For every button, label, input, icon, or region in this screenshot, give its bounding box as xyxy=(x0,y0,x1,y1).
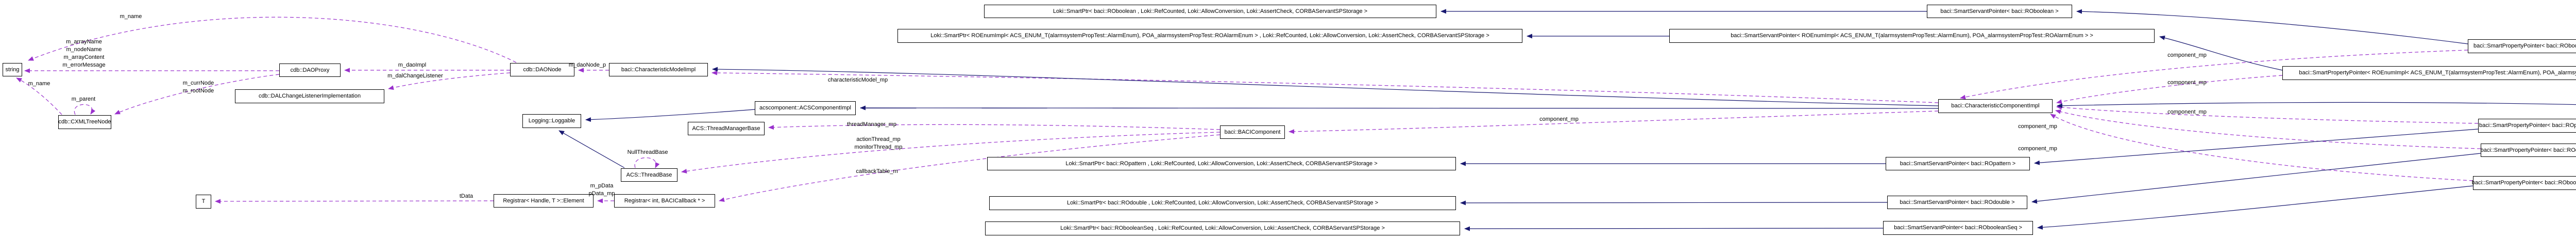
node-daoproxy[interactable]: cdb::DAOProxy xyxy=(279,64,341,77)
edge-bacicomponent-threadbase xyxy=(681,132,1221,173)
edge-sppbool-sspbool xyxy=(2076,9,2468,44)
node-loki_ropattern[interactable]: Loki::SmartPtr< baci::ROpattern , Loki::… xyxy=(987,157,1456,170)
node-threadmanagerbase[interactable]: ACS::ThreadManagerBase xyxy=(688,122,765,135)
node-loggable[interactable]: Logging::Loggable xyxy=(522,114,581,128)
node-loki_roboolean[interactable]: Loki::SmartPtr< baci::ROboolean , Loki::… xyxy=(984,5,1436,18)
node-spp_ropattern[interactable]: baci::SmartPropertyPointer< baci::ROpatt… xyxy=(2478,119,2576,133)
edge-sppboolseq-ccimpl xyxy=(2050,114,2473,181)
edge-threadbase-loggable xyxy=(558,130,625,168)
node-ssp_rodouble[interactable]: baci::SmartServantPointer< baci::ROdoubl… xyxy=(1887,196,2027,209)
edge-sppdouble-ccimpl xyxy=(2055,109,2481,149)
node-ssp_roenum[interactable]: baci::SmartServantPointer< ROEnumImpl< A… xyxy=(1669,29,2155,43)
edge-daonode-string-m-name xyxy=(28,17,517,63)
node-threadbase[interactable]: ACS::ThreadBase xyxy=(621,168,677,182)
edge-label-m_dalchangelistener: m_dalChangeListener xyxy=(387,73,443,79)
edge-label-threadmanager_mp: threadManager_mp xyxy=(846,121,897,128)
node-ssp_roboolean[interactable]: baci::SmartServantPointer< baci::ROboole… xyxy=(1927,5,2072,18)
edge-sppboolseq-sspboolseq xyxy=(2037,185,2473,230)
edge-threadbase-self-loop xyxy=(634,157,660,168)
node-daonode[interactable]: cdb::DAONode xyxy=(510,63,574,76)
edge-sppdouble-sspdouble xyxy=(2031,153,2481,204)
edge-bacicomponent-registrar xyxy=(719,134,1221,202)
node-spp_rodouble[interactable]: baci::SmartPropertyPointer< baci::ROdoub… xyxy=(2481,144,2576,157)
edge-cxml-self-m-parent xyxy=(74,104,96,115)
edge-bacicomponent-threadmanager xyxy=(768,124,1221,130)
node-dalchangelistener[interactable]: cdb::DALChangeListenerImplementation xyxy=(235,89,384,103)
edge-label-component_mp_pattern: component_mp xyxy=(2167,109,2207,115)
node-loki_rodouble[interactable]: Loki::SmartPtr< baci::ROdouble , Loki::R… xyxy=(989,196,1456,210)
edge-cxml-string-m-name xyxy=(16,77,62,115)
node-ccimpl[interactable]: baci::CharacteristicComponentImpl xyxy=(1938,99,2053,113)
edge-sspboolseq-lokiboolseq xyxy=(1464,226,1884,231)
edge-sspdouble-lokidouble xyxy=(1460,200,1888,205)
edge-ccimpl-charmodel xyxy=(712,67,1939,106)
node-registrar_int[interactable]: Registrar< int, BACICallback * > xyxy=(614,194,715,208)
edge-label-m_name_top: m_name xyxy=(120,13,142,20)
edge-label-m_name_cxml: m_name xyxy=(28,81,50,87)
edge-label-component_mp_boolseq: component_mp xyxy=(2018,146,2057,152)
node-ssp_robooleanseq[interactable]: baci::SmartServantPointer< baci::ROboole… xyxy=(1883,221,2033,235)
node-t_node[interactable]: T xyxy=(196,195,211,209)
node-registrar_element[interactable]: Registrar< Handle, T >::Element xyxy=(494,194,594,208)
edge-acscomponent-loggable xyxy=(585,109,755,122)
edge-label-component_mp_bacicomp: component_mp xyxy=(1539,116,1579,122)
edge-label-tdata: tData xyxy=(459,193,473,199)
node-bacicomponent[interactable]: baci::BACIComponent xyxy=(1220,125,1285,139)
edge-sppbool-ccimpl xyxy=(1960,50,2468,100)
edge-spppattern-ccimpl xyxy=(2056,105,2479,124)
node-loki_robooleanseq[interactable]: Loki::SmartPtr< baci::RObooleanSeq , Lok… xyxy=(985,221,1460,235)
edge-label-component_mp_enum: component_mp xyxy=(2167,80,2207,86)
edge-label-m_daoimpl: m_daoImpl xyxy=(398,62,427,68)
node-string[interactable]: string xyxy=(3,63,22,76)
edge-label-m_daonode_p: m_daoNode_p xyxy=(568,62,606,68)
node-spp_robooleanseq[interactable]: baci::SmartPropertyPointer< baci::RObool… xyxy=(2472,176,2576,190)
node-spp_roboolean[interactable]: baci::SmartPropertyPointer< baci::RObool… xyxy=(2468,39,2576,53)
node-cxmltreenode[interactable]: cdb::CXMLTreeNode xyxy=(58,115,111,129)
node-charmodel[interactable]: baci::CharacteristicModelImpl xyxy=(609,63,708,76)
edge-label-characteristicmodel_mp: characteristicModel_mp xyxy=(827,77,888,83)
node-spp_roenum[interactable]: baci::SmartPropertyPointer< ROEnumImpl< … xyxy=(2282,66,2576,80)
edge-label-component_mp_double: component_mp xyxy=(2018,123,2057,130)
node-loki_roenum[interactable]: Loki::SmartPtr< ROEnumImpl< ACS_ENUM_T(a… xyxy=(897,29,1522,43)
node-acscomponentimpl[interactable]: acscomponent::ACSComponentImpl xyxy=(755,101,856,115)
edge-ccimpl-charmodel-member xyxy=(711,70,1939,103)
edge-label-component_mp_bool: component_mp xyxy=(2167,52,2207,58)
edge-label-nullthreadbase: NullThreadBase xyxy=(627,149,668,155)
edge-label-m_parent: m_parent xyxy=(71,96,96,102)
node-ssp_ropattern[interactable]: baci::SmartServantPointer< baci::ROpatte… xyxy=(1886,157,2030,170)
edge-ccimpl-bacicomponent xyxy=(1289,110,1939,134)
edge-spppattern-ssppattern xyxy=(2034,129,2479,165)
edge-bpt-ccimpl xyxy=(2057,102,2576,108)
edge-sppenum-sspenum xyxy=(2159,35,2283,71)
edge-label-callbacktable_m: callbackTable_m xyxy=(856,168,898,174)
edge-sppenum-ccimpl xyxy=(2056,75,2283,104)
